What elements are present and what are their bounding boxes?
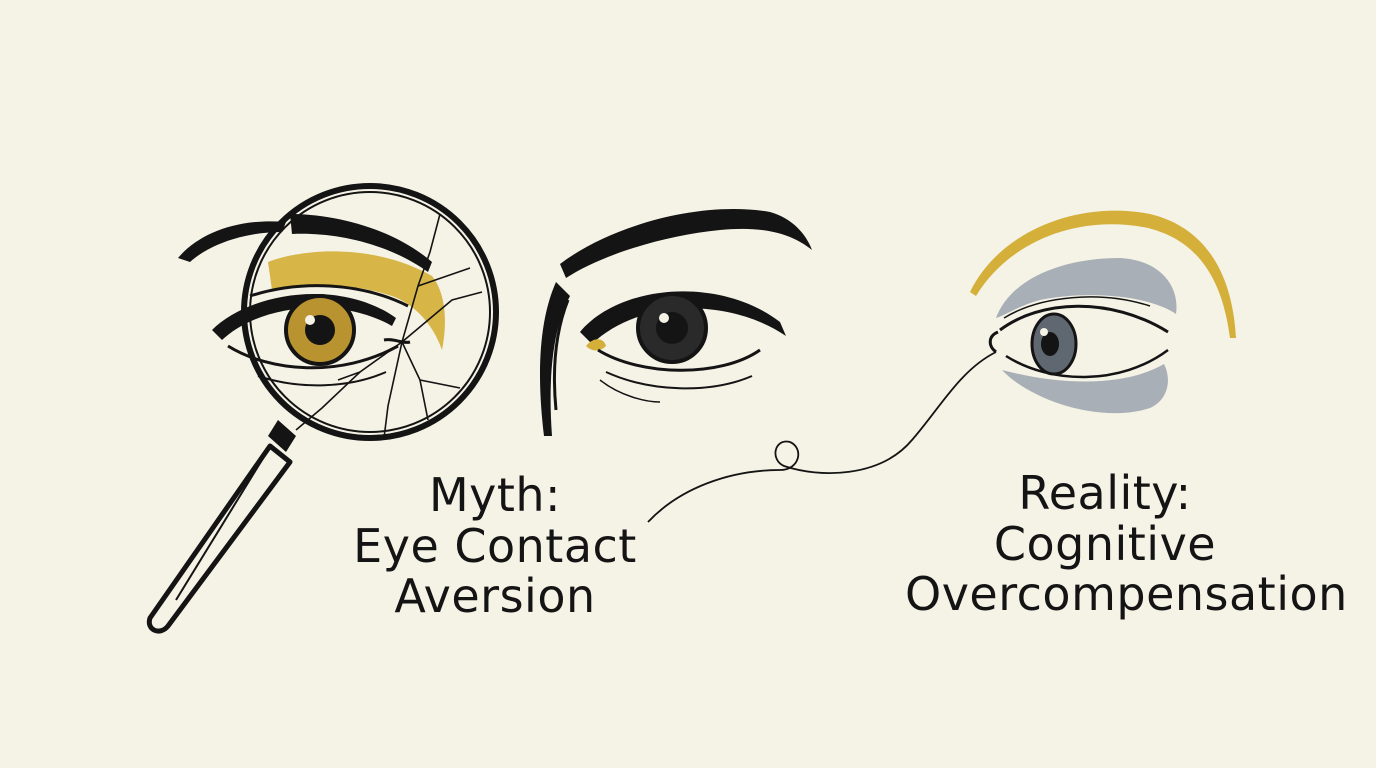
magnifying-glass-icon <box>146 183 499 634</box>
reality-line-1: Cognitive <box>993 516 1217 571</box>
left-eye-drawing <box>178 221 445 387</box>
reality-label: Reality: Cognitive Overcompensation <box>905 466 1348 622</box>
myth-line-1: Eye Contact <box>353 518 637 573</box>
myth-label: Myth: Eye Contact Aversion <box>345 470 645 622</box>
center-eye-drawing <box>540 209 812 436</box>
reality-line-2: Overcompensation <box>905 567 1348 622</box>
connecting-thread <box>647 351 997 523</box>
myth-heading: Myth: <box>428 468 562 522</box>
myth-line-2: Aversion <box>394 569 596 624</box>
reality-heading: Reality: <box>1018 466 1192 520</box>
right-eye-drawing <box>970 210 1236 414</box>
